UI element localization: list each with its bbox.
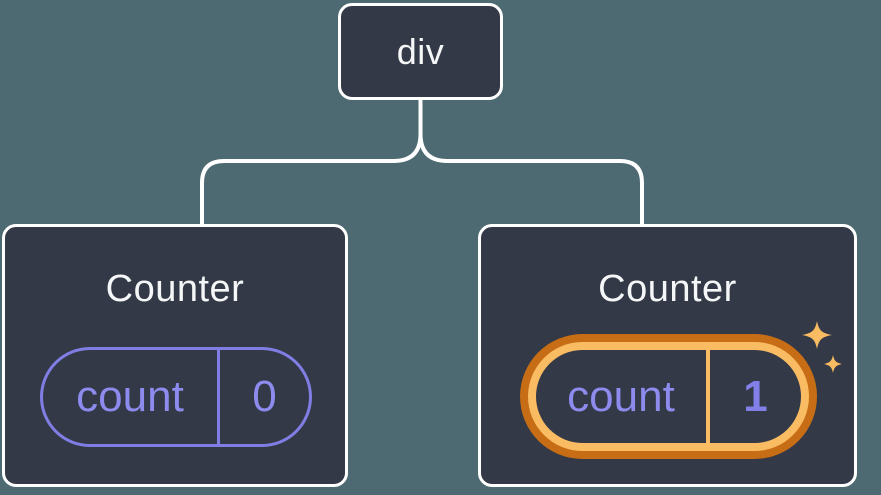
sparkle-large — [802, 321, 832, 349]
pill-divider — [706, 350, 710, 443]
node-div-label: div — [396, 30, 445, 72]
state-value: 1 — [743, 371, 768, 421]
sparkle-small — [824, 355, 842, 373]
connector-left-branch — [200, 100, 423, 225]
state-pill-core: count 1 — [536, 350, 801, 443]
counter-title: Counter — [105, 268, 245, 310]
sparkles-icon — [802, 321, 842, 373]
state-pill-highlighted: count 1 — [520, 334, 817, 459]
counter-title: Counter — [598, 268, 737, 310]
state-key: count — [567, 371, 675, 421]
highlight-ring: count 1 — [528, 342, 809, 451]
state-pill: count 0 — [40, 347, 312, 447]
connector-right-branch — [418, 100, 644, 225]
state-value: 0 — [252, 372, 277, 421]
state-key: count — [76, 372, 184, 421]
tree-node-counter-first: Counter count 0 — [2, 224, 348, 487]
tree-node-counter-second: Counter count 1 — [478, 224, 857, 487]
pill-divider — [217, 350, 220, 444]
tree-node-div: div — [338, 3, 503, 100]
